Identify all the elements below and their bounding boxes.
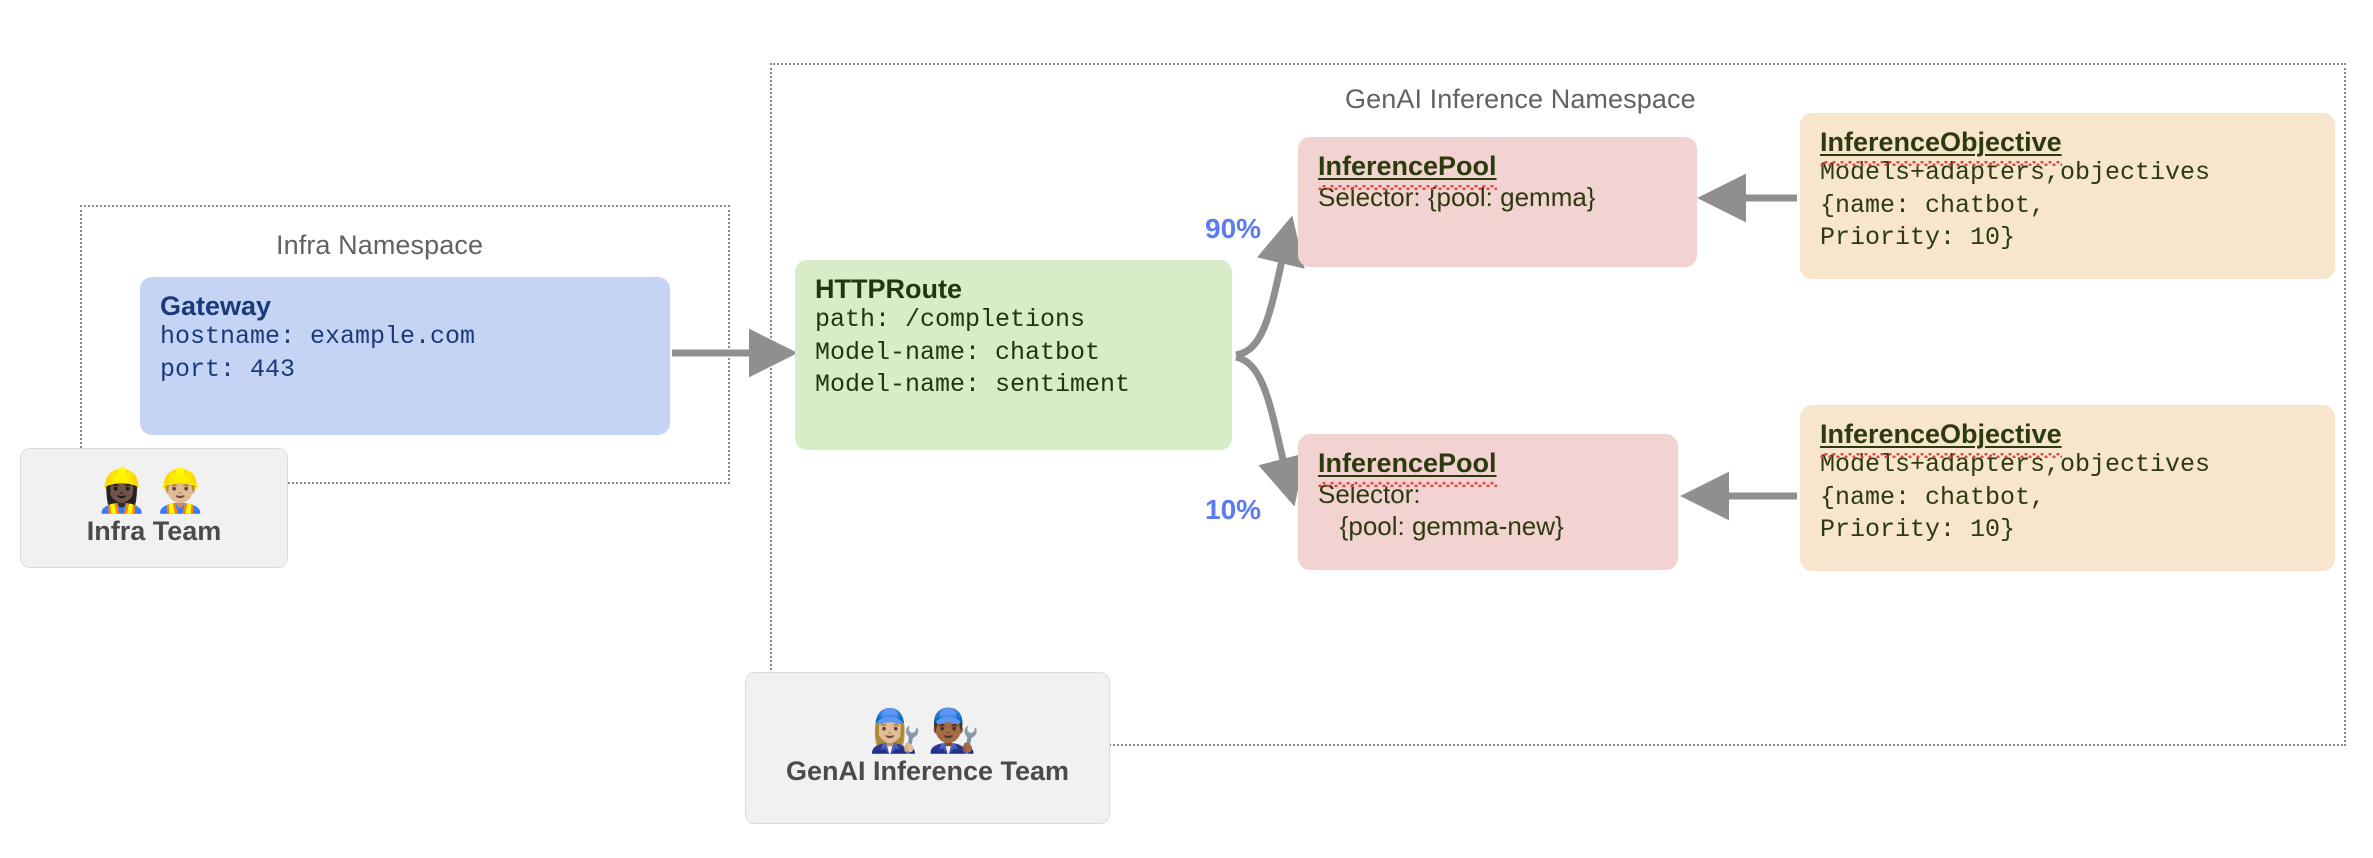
gateway-title: Gateway: [160, 291, 272, 321]
httproute-model-name-chatbot: Model-name: chatbot: [815, 337, 1101, 367]
team-badge-infra[interactable]: 👷🏿‍♀️👷🏼‍♂️ Infra Team: [20, 448, 288, 568]
inference-objective-name-2: {name: chatbot,: [1820, 482, 2046, 512]
httproute-card[interactable]: HTTPRoute path: /completions Model-name:…: [795, 260, 1232, 450]
inference-objective-card-1[interactable]: InferenceObjective Models+adapters,objec…: [1800, 113, 2335, 279]
infra-team-avatars: 👷🏿‍♀️👷🏼‍♂️: [95, 466, 213, 516]
genai-team-label: GenAI Inference Team: [785, 755, 1070, 786]
inference-objective-title-2: InferenceObjective: [1820, 419, 2062, 459]
namespace-genai-title: GenAI Inference Namespace: [1345, 84, 1696, 114]
inference-pool-title-2: InferencePool: [1318, 448, 1497, 488]
inference-objective-title-1: InferenceObjective: [1820, 127, 2062, 167]
namespace-genai: [770, 63, 2346, 746]
inference-objective-priority-1: Priority: 10}: [1820, 223, 2016, 253]
inference-objective-card-2[interactable]: InferenceObjective Models+adapters,objec…: [1800, 405, 2335, 571]
httproute-model-name-sentiment: Model-name: sentiment: [815, 370, 1131, 400]
inference-pool-selector-value-2: {pool: gemma-new}: [1318, 511, 1564, 542]
httproute-path: path: /completions: [815, 305, 1086, 335]
genai-team-avatars: 👩🏼‍🔧👨🏾‍🔧: [869, 706, 986, 756]
edge-weight-10: 10%: [1205, 494, 1262, 525]
httproute-title: HTTPRoute: [815, 274, 962, 304]
inference-objective-name-1: {name: chatbot,: [1820, 190, 2046, 220]
namespace-infra-title: Infra Namespace: [276, 230, 484, 260]
inference-pool-title-1: InferencePool: [1318, 151, 1497, 191]
team-badge-genai[interactable]: 👩🏼‍🔧👨🏾‍🔧 GenAI Inference Team: [745, 672, 1110, 824]
inference-objective-priority-2: Priority: 10}: [1820, 515, 2016, 545]
inference-pool-card-1[interactable]: InferencePool Selector: {pool: gemma}: [1298, 137, 1697, 267]
gateway-port: port: 443: [160, 354, 296, 384]
gateway-hostname: hostname: example.com: [160, 322, 476, 352]
gateway-card[interactable]: Gateway hostname: example.com port: 443: [140, 277, 670, 435]
infra-team-label: Infra Team: [86, 515, 222, 546]
namespace-infra: [80, 205, 730, 484]
edge-weight-90: 90%: [1205, 213, 1262, 244]
inference-pool-card-2[interactable]: InferencePool Selector: {pool: gemma-new…: [1298, 434, 1678, 570]
